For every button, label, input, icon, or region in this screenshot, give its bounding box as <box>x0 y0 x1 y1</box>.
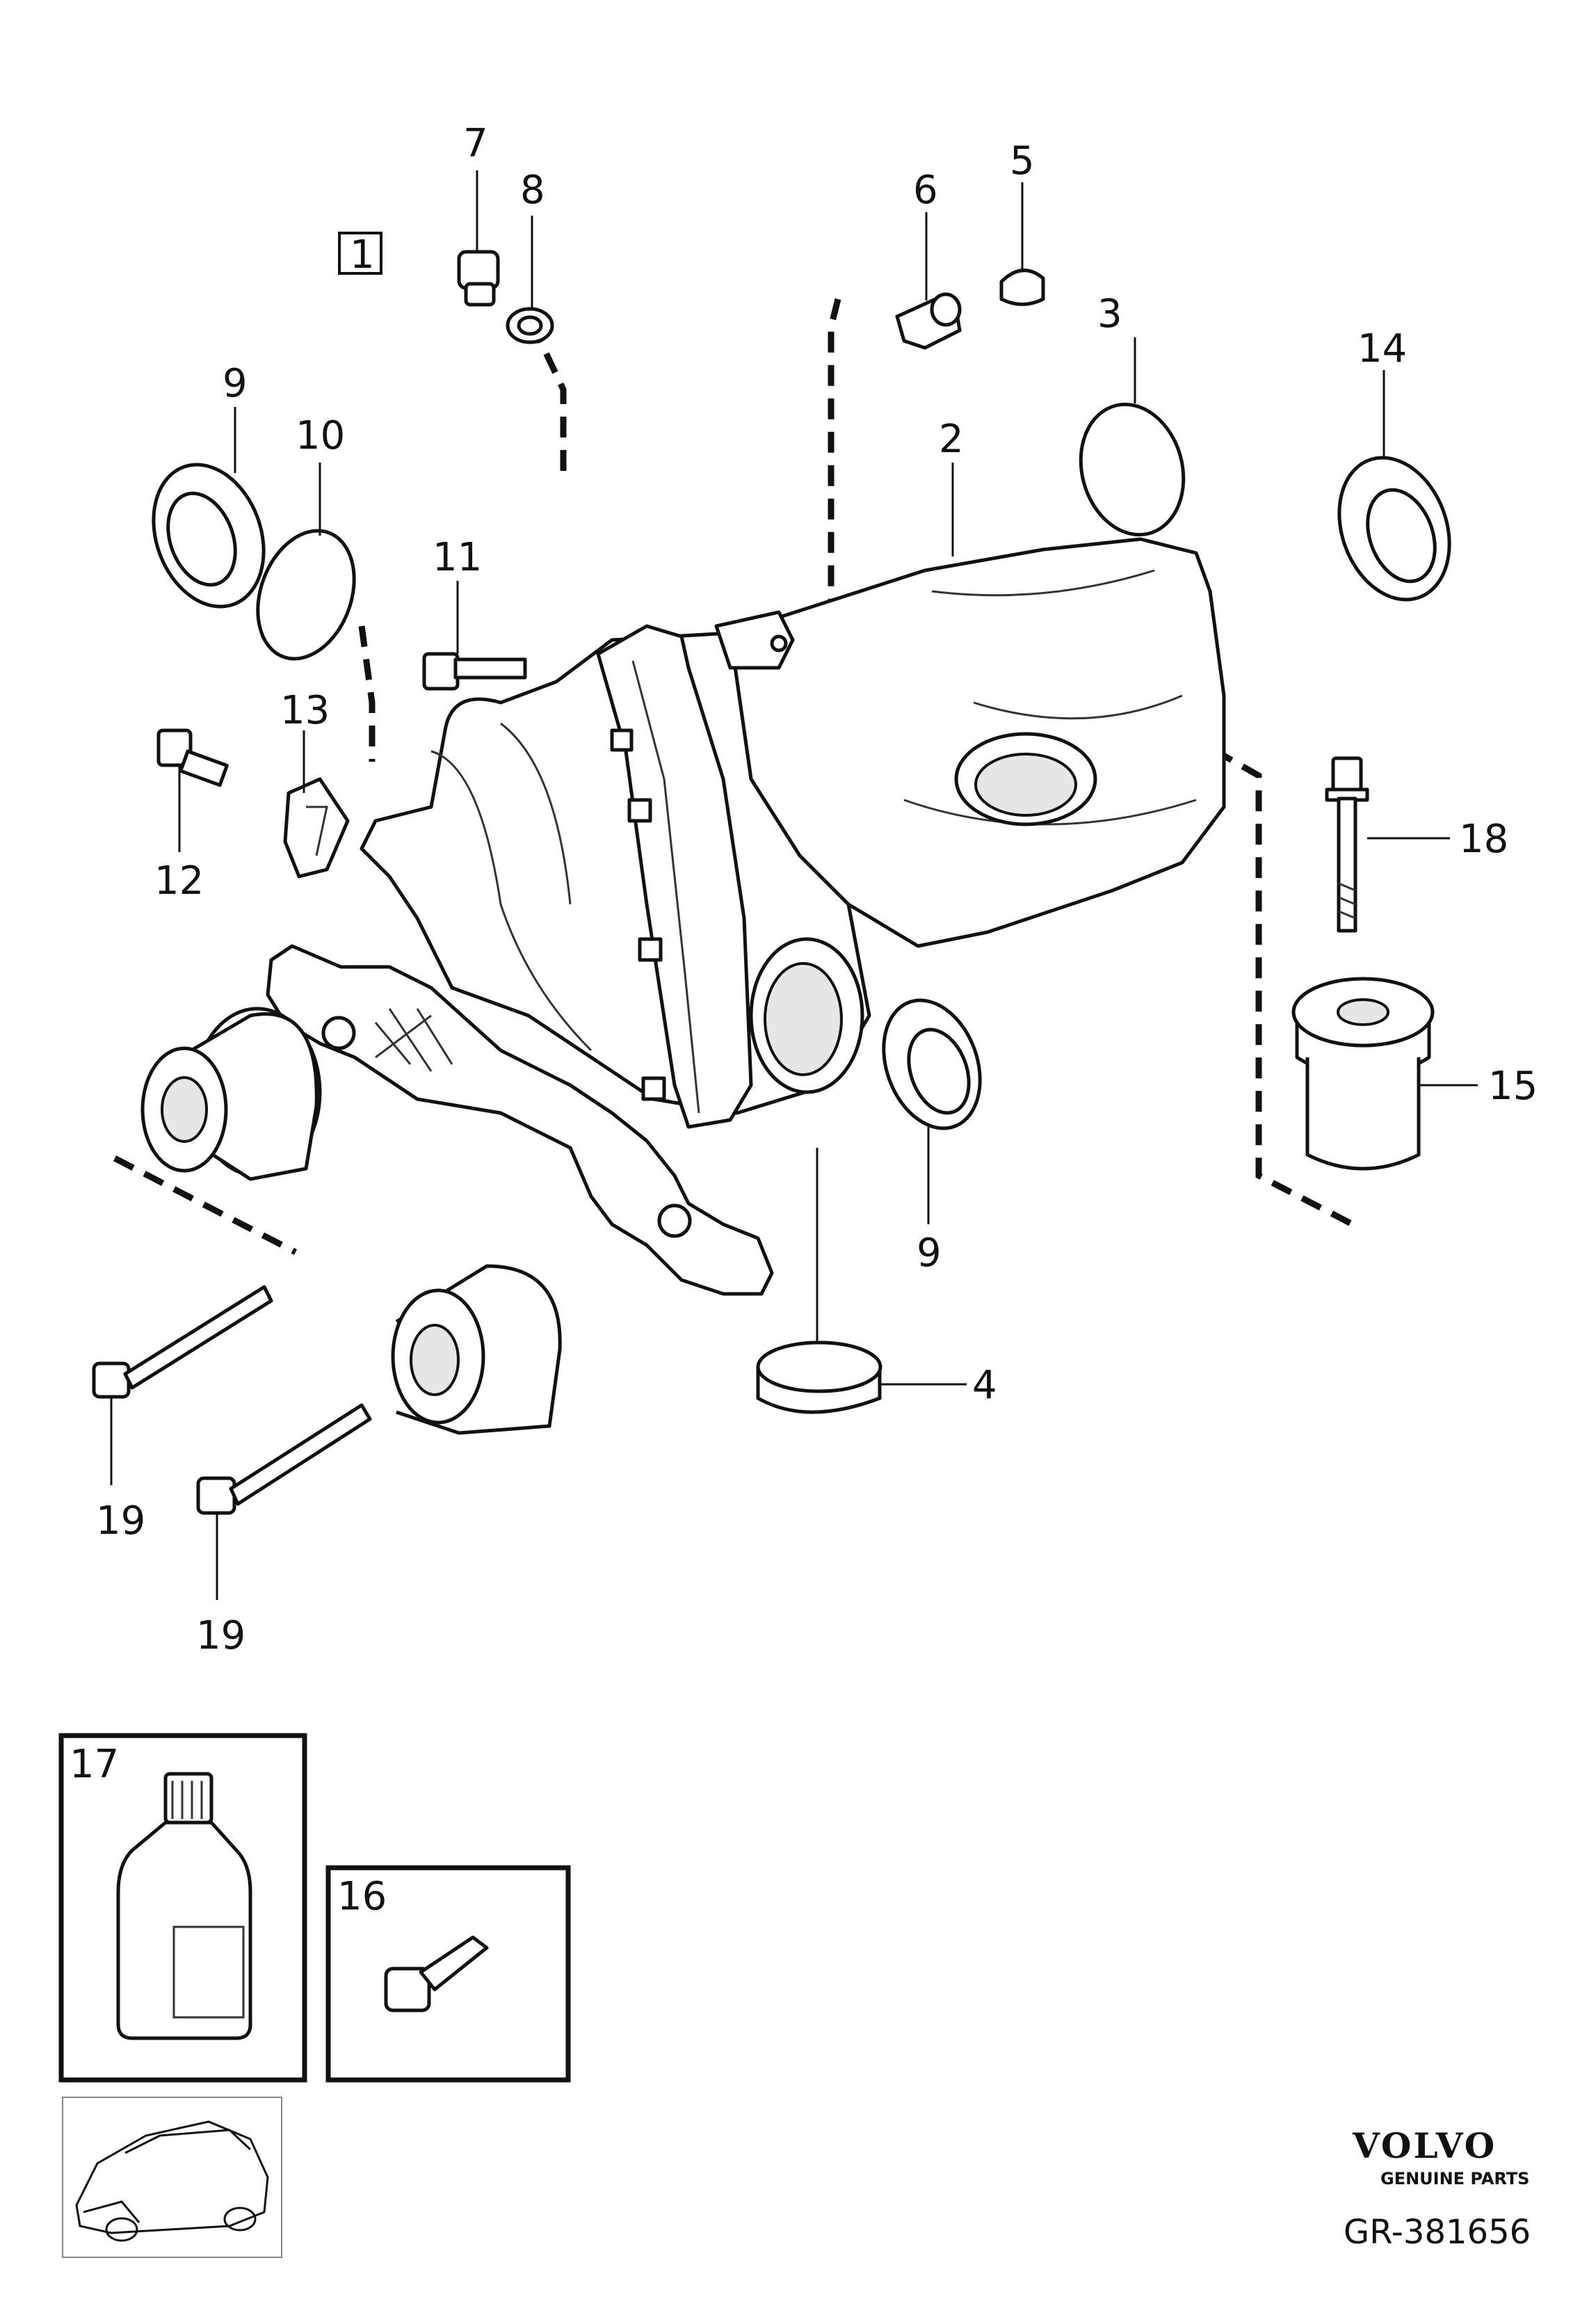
callout-16: 16 <box>337 1874 387 1919</box>
reference-number: GR-381656 <box>1344 2213 1531 2252</box>
part-seal-9-lower <box>882 998 982 1130</box>
callout-1: 1 <box>350 232 375 278</box>
callout-14: 14 <box>1357 326 1407 371</box>
callout-11: 11 <box>433 535 482 580</box>
callout-15: 15 <box>1488 1064 1538 1109</box>
brand-logo: VOLVO <box>1352 2125 1497 2166</box>
part-washer-8 <box>506 307 554 344</box>
oil-bottle-icon <box>116 1772 252 2040</box>
part-bushing-left-upper <box>140 1007 322 1181</box>
part-o-ring-10 <box>256 529 356 661</box>
callout-5: 5 <box>1010 138 1035 184</box>
part-cap-4 <box>756 1340 882 1414</box>
callout-10: 10 <box>296 413 345 458</box>
car-thumbnail <box>62 2097 282 2258</box>
assembly-lines <box>113 298 1355 1255</box>
rear-axle-housing <box>266 537 1226 1296</box>
part-bushing-15 <box>1291 977 1435 1171</box>
callout-12: 12 <box>154 858 204 904</box>
part-bolt-12 <box>156 728 229 787</box>
inset-box-17: 17 <box>58 1733 307 2083</box>
callout-2: 2 <box>939 417 964 462</box>
brand-tagline: GENUINE PARTS <box>1380 2169 1529 2188</box>
callout-9-lower: 9 <box>917 1231 942 1276</box>
part-breather-6 <box>895 292 962 350</box>
callout-9-upper: 9 <box>223 361 248 406</box>
callout-13: 13 <box>280 688 330 733</box>
inset-box-16: 16 <box>325 1865 571 2083</box>
brand-block: VOLVO GENUINE PARTS GR-381656 <box>1344 2125 1531 2252</box>
part-bolt-19-upper <box>92 1285 273 1399</box>
callout-8: 8 <box>520 168 545 213</box>
callouts: 1 7 8 6 5 3 2 14 9 10 11 13 12 18 15 9 4… <box>96 121 1538 1658</box>
callout-17: 17 <box>70 1742 119 1787</box>
part-clip-13 <box>283 777 350 879</box>
callout-3: 3 <box>1097 291 1122 337</box>
callout-18: 18 <box>1459 817 1508 862</box>
callout-4: 4 <box>972 1363 997 1408</box>
callout-7: 7 <box>463 121 488 166</box>
part-cap-5 <box>999 269 1045 306</box>
part-bolt-18 <box>1325 756 1369 933</box>
part-seal-14 <box>1337 456 1451 602</box>
callout-19-lower: 19 <box>196 1613 245 1658</box>
leader-lines <box>110 170 1478 1600</box>
part-cover-3 <box>1079 402 1186 537</box>
part-bolt-19-lower <box>196 1403 372 1515</box>
part-seal-9-upper <box>152 463 266 609</box>
part-bolt-11 <box>422 652 527 691</box>
part-plug-7 <box>457 250 500 307</box>
callout-19-upper: 19 <box>96 1498 145 1544</box>
part-bushing-left-lower <box>391 1264 562 1435</box>
bolt-icon <box>384 1935 489 2012</box>
callout-6: 6 <box>913 168 938 213</box>
